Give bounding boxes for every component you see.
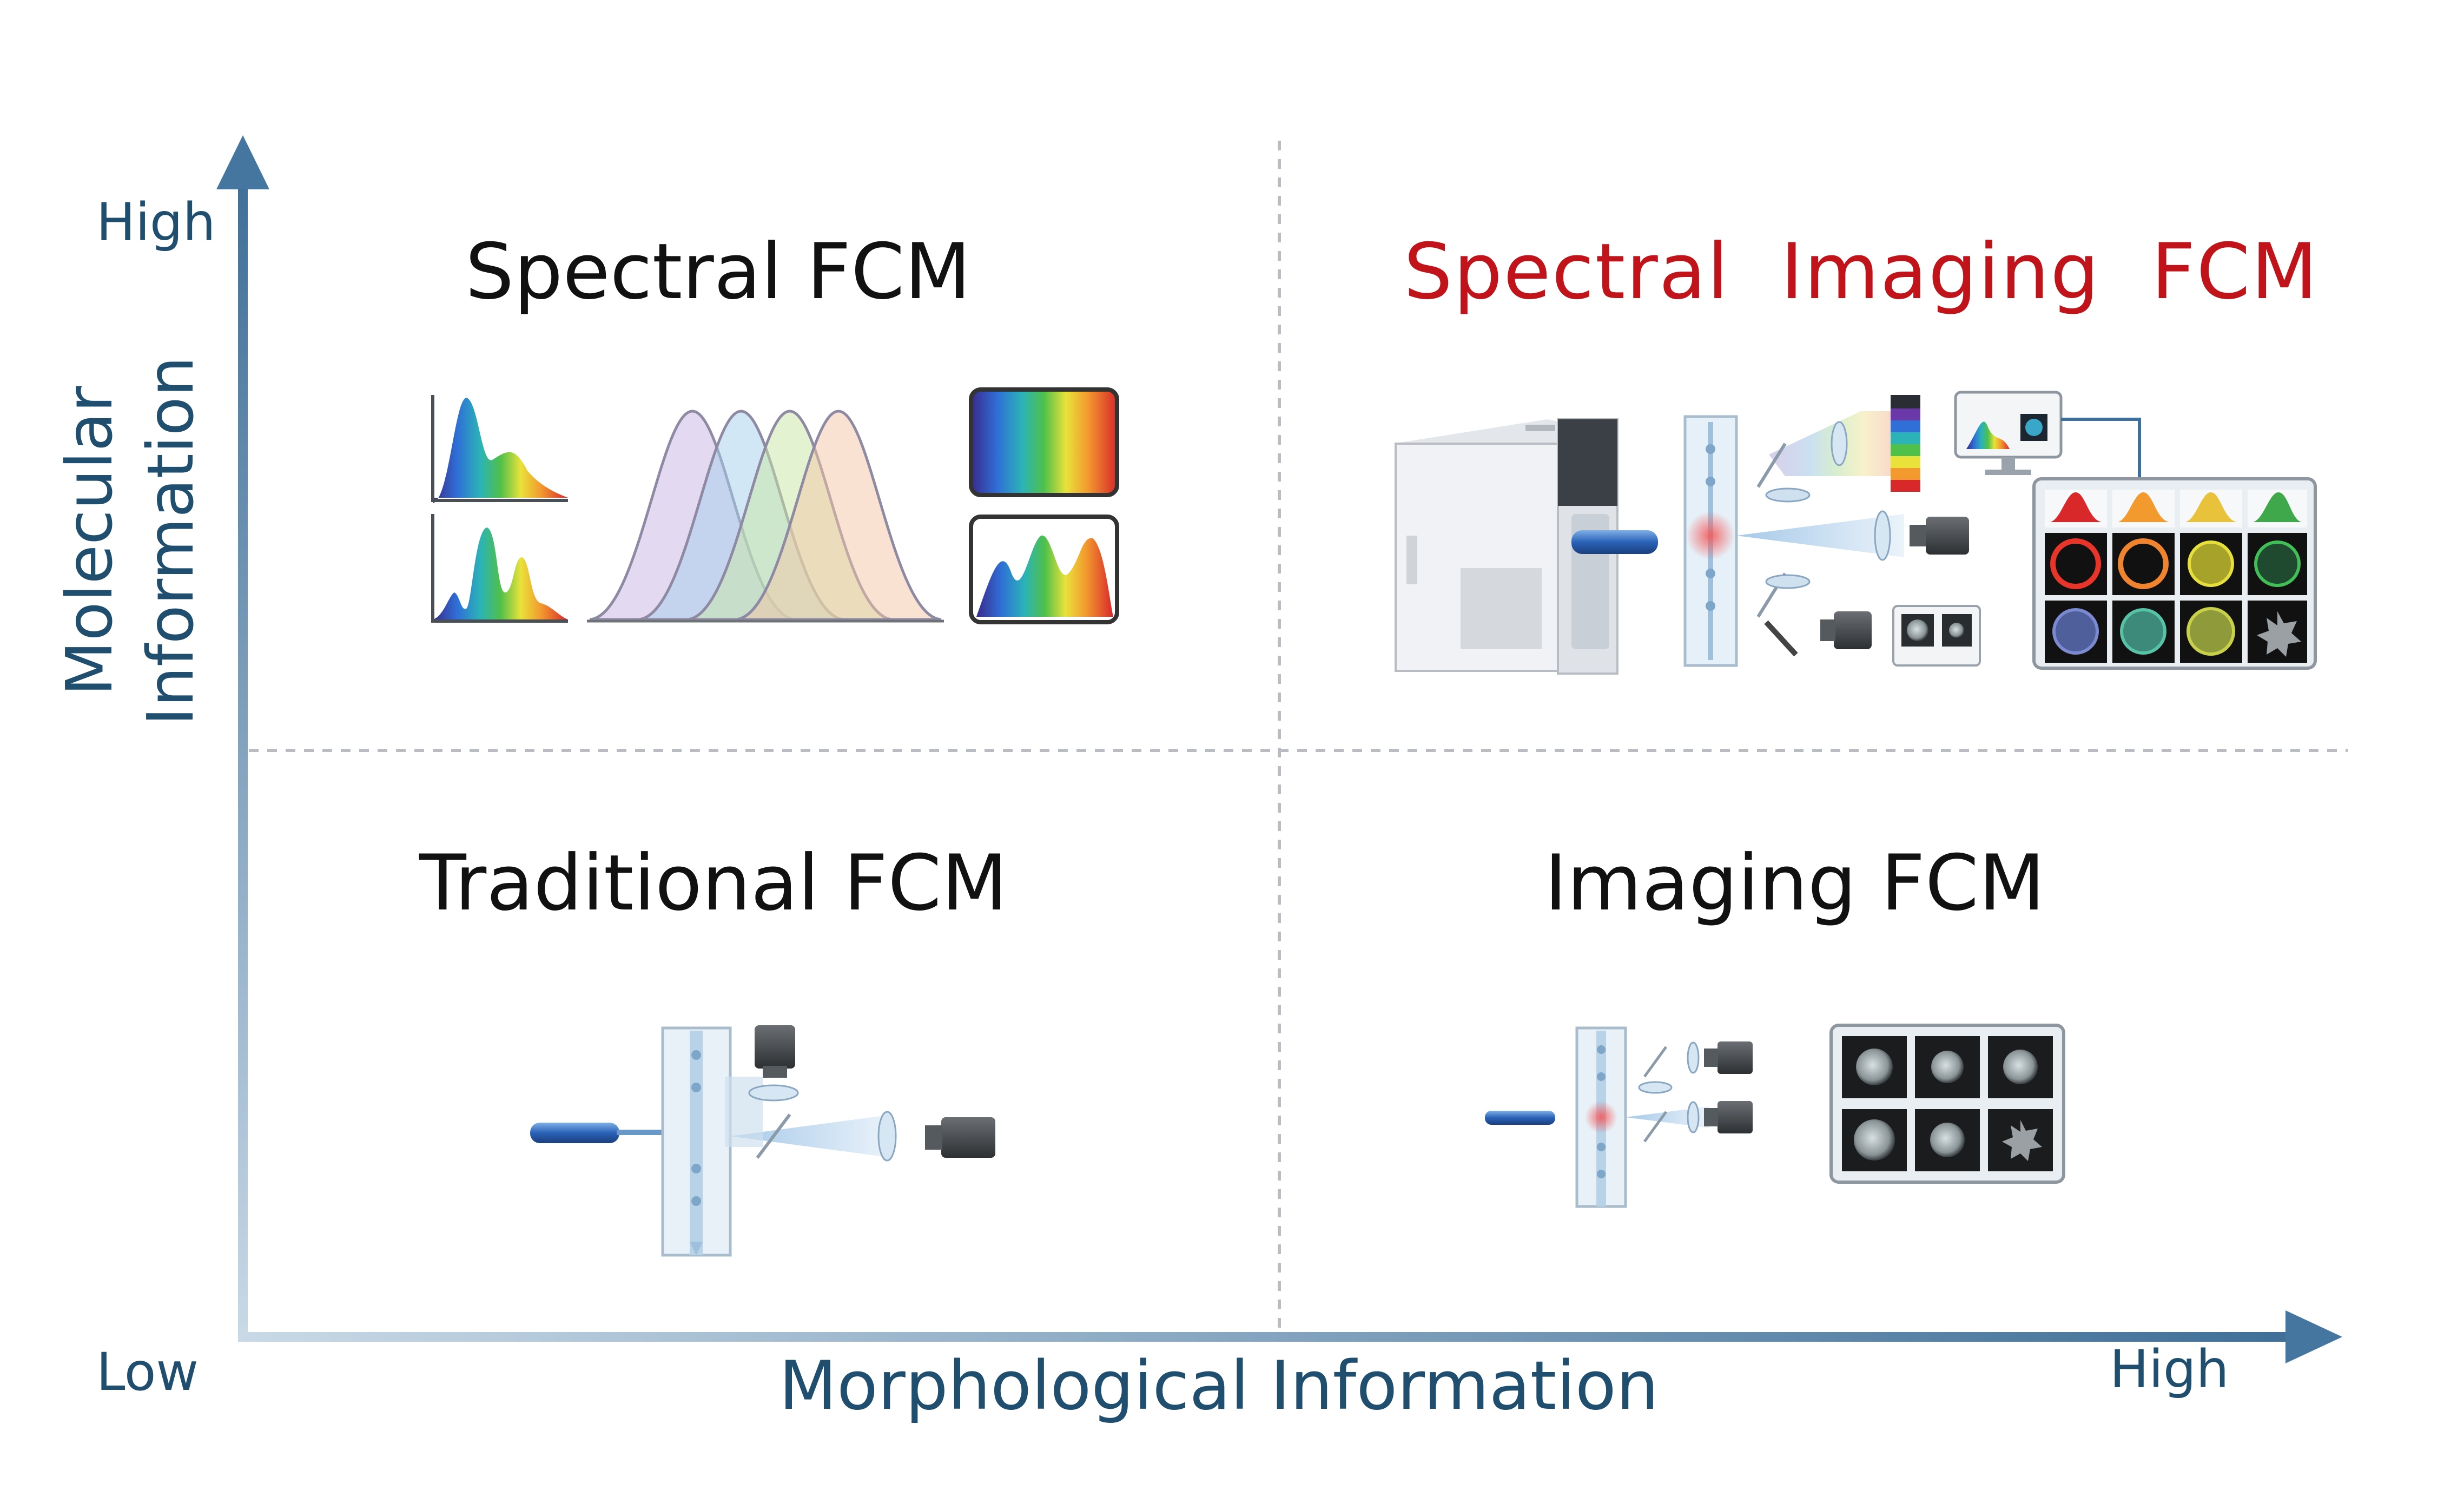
emission-spectrum-plot-1 xyxy=(431,395,568,503)
traditional-fcm-illustration xyxy=(530,1025,995,1257)
spectral-detector-array xyxy=(1891,395,1920,492)
quadrant-title-imaging-fcm: Imaging FCM xyxy=(1544,839,2045,928)
x-axis-title: Morphological Information xyxy=(779,1347,1659,1425)
y-axis-title: Molecular Information xyxy=(49,271,211,812)
camera-icon xyxy=(755,1025,795,1078)
spectrum-bar-box xyxy=(969,387,1119,497)
spectral-imaging-fcm-illustration xyxy=(1393,391,2317,675)
brightfield-thumbnails xyxy=(1892,605,1981,667)
overlapping-emission-curves xyxy=(587,410,944,623)
x-axis-low-label: Low xyxy=(96,1342,199,1402)
laser-probe xyxy=(530,1123,619,1143)
spectral-fcm-illustration xyxy=(431,387,1119,624)
quadrant-title-spectral-imaging-fcm: Spectral Imaging FCM xyxy=(1404,227,2319,316)
camera-icon xyxy=(925,1117,995,1158)
y-axis-arrow xyxy=(216,135,269,1342)
quadrant-title-spectral-fcm: Spectral FCM xyxy=(465,227,971,316)
camera-icon xyxy=(1820,611,1872,649)
imaging-fcm-illustration xyxy=(1485,1024,2065,1208)
quadrant-title-traditional-fcm: Traditional FCM xyxy=(419,839,1008,928)
camera-icon xyxy=(1910,517,1969,555)
optical-path xyxy=(1626,1041,1709,1143)
x-axis-high-label: High xyxy=(2110,1339,2229,1400)
connector-line xyxy=(2061,418,2141,482)
camera-icon xyxy=(1704,1101,1753,1133)
multichannel-image-gallery xyxy=(2032,477,2317,670)
optical-path xyxy=(1736,411,1904,657)
spectrum-curve-box xyxy=(969,515,1119,624)
brightfield-image-gallery xyxy=(1829,1024,2065,1184)
x-axis-arrow xyxy=(238,1310,2342,1363)
monitor-icon xyxy=(1954,391,2063,475)
y-axis-high-label: High xyxy=(96,192,216,253)
flow-cell xyxy=(1683,415,1738,667)
cytometer-instrument xyxy=(1393,418,1619,675)
y-axis-title-line2: Information xyxy=(133,356,208,726)
optical-path xyxy=(725,1077,897,1162)
laser-probe xyxy=(1485,1111,1555,1125)
laser-probe xyxy=(1571,530,1658,554)
quadrant-dividers xyxy=(249,141,2348,1331)
flow-cell xyxy=(1575,1026,1627,1208)
emission-spectrum-plot-2 xyxy=(431,514,568,623)
camera-icon xyxy=(1704,1041,1753,1074)
y-axis-title-line1: Molecular xyxy=(52,386,127,696)
flow-cell xyxy=(661,1026,732,1257)
